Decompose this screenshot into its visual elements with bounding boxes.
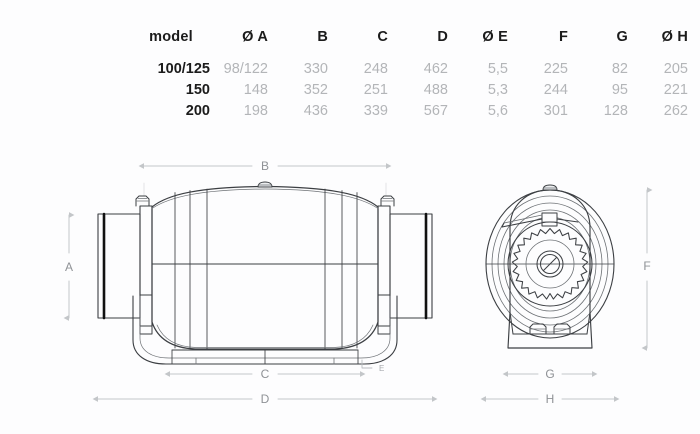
table-header-d: D <box>437 29 448 45</box>
cell-d: 488 <box>423 81 448 98</box>
dimension-a: A <box>63 212 75 321</box>
dimension-g-label: G <box>545 367 554 381</box>
cell-dia-e: 5,5 <box>487 60 508 77</box>
cell-model: 100/125 <box>157 60 210 77</box>
table-body: 100/125 98/122 330 248 462 5,5 225 82 20… <box>128 52 694 121</box>
table-row: 100/125 98/122 330 248 462 5,5 225 82 20… <box>128 52 694 79</box>
top-cap-nub <box>257 181 273 188</box>
table-header-row: model Ø A B C D Ø E F G Ø H <box>128 22 694 52</box>
cell-dia-e: 5,3 <box>487 81 508 98</box>
table-header-f: F <box>558 29 568 45</box>
cell-c: 248 <box>363 60 388 77</box>
mounting-bracket <box>132 294 398 365</box>
specification-table: model Ø A B C D Ø E F G Ø H 100/125 98/1… <box>0 22 700 121</box>
dimension-b-label: B <box>261 159 269 173</box>
cell-dia-h: 221 <box>663 81 688 98</box>
front-top-cap <box>542 184 558 191</box>
housing-rings <box>485 189 615 339</box>
dimension-f-label: F <box>643 259 650 273</box>
table-row: 150 148 352 251 488 5,3 244 95 221 <box>128 79 694 100</box>
dimensions-table: model Ø A B C D Ø E F G Ø H 100/125 98/1… <box>128 22 694 121</box>
dimension-b: B <box>138 159 392 197</box>
cell-model: 150 <box>185 81 210 98</box>
cell-g: 82 <box>611 60 628 77</box>
cell-g: 95 <box>611 81 628 98</box>
table-header-dia-a: Ø A <box>242 29 268 45</box>
cell-model: 200 <box>185 102 210 119</box>
cell-c: 251 <box>363 81 388 98</box>
table-header-g: G <box>616 29 628 45</box>
table-header-dia-h: Ø H <box>661 29 688 45</box>
cell-dia-a: 148 <box>243 81 268 98</box>
cell-f: 244 <box>543 81 568 98</box>
left-top-tab <box>135 195 150 207</box>
cell-f: 301 <box>543 102 568 119</box>
fan-body-barrel <box>151 185 379 350</box>
table-header-model: model <box>149 29 193 45</box>
dimension-a-label: A <box>65 260 73 274</box>
dimension-d: D <box>92 392 438 406</box>
cell-dia-h: 262 <box>663 102 688 119</box>
cell-b: 352 <box>303 81 328 98</box>
cell-c: 339 <box>363 102 388 119</box>
cell-d: 567 <box>423 102 448 119</box>
dimension-g: G <box>502 367 598 381</box>
front-base-plate <box>507 311 593 349</box>
cell-g: 128 <box>603 102 628 119</box>
cell-d: 462 <box>423 60 448 77</box>
callout-e: E <box>361 359 384 373</box>
cell-dia-e: 5,6 <box>487 102 508 119</box>
dimension-h-label: H <box>546 392 555 406</box>
dimension-c: C <box>164 367 366 381</box>
dimension-d-label: D <box>261 392 270 406</box>
cell-dia-a: 198 <box>243 102 268 119</box>
cell-b: 330 <box>303 60 328 77</box>
dimension-c-label: C <box>261 367 270 381</box>
dimension-h: H <box>480 392 620 406</box>
impeller-outer-circle <box>507 221 593 307</box>
front-body-shroud <box>507 189 593 349</box>
cell-dia-a: 98/122 <box>223 60 268 77</box>
cell-b: 436 <box>303 102 328 119</box>
cell-dia-h: 205 <box>663 60 688 77</box>
impeller-hub <box>536 250 564 278</box>
callout-e-label: E <box>379 364 384 373</box>
table-header: model Ø A B C D Ø E F G Ø H <box>128 22 694 52</box>
table-header-b: B <box>317 29 328 45</box>
right-top-tab <box>380 195 395 207</box>
terminal-box <box>501 212 579 228</box>
table-header-dia-e: Ø E <box>482 29 508 45</box>
cell-f: 225 <box>543 60 568 77</box>
table-header-c: C <box>377 29 388 45</box>
impeller-blades <box>511 227 589 300</box>
dimension-f: F <box>641 187 653 351</box>
right-duct-spigot <box>377 205 433 327</box>
left-duct-spigot <box>97 205 153 327</box>
table-row: 200 198 436 339 567 5,6 301 128 262 <box>128 100 694 121</box>
